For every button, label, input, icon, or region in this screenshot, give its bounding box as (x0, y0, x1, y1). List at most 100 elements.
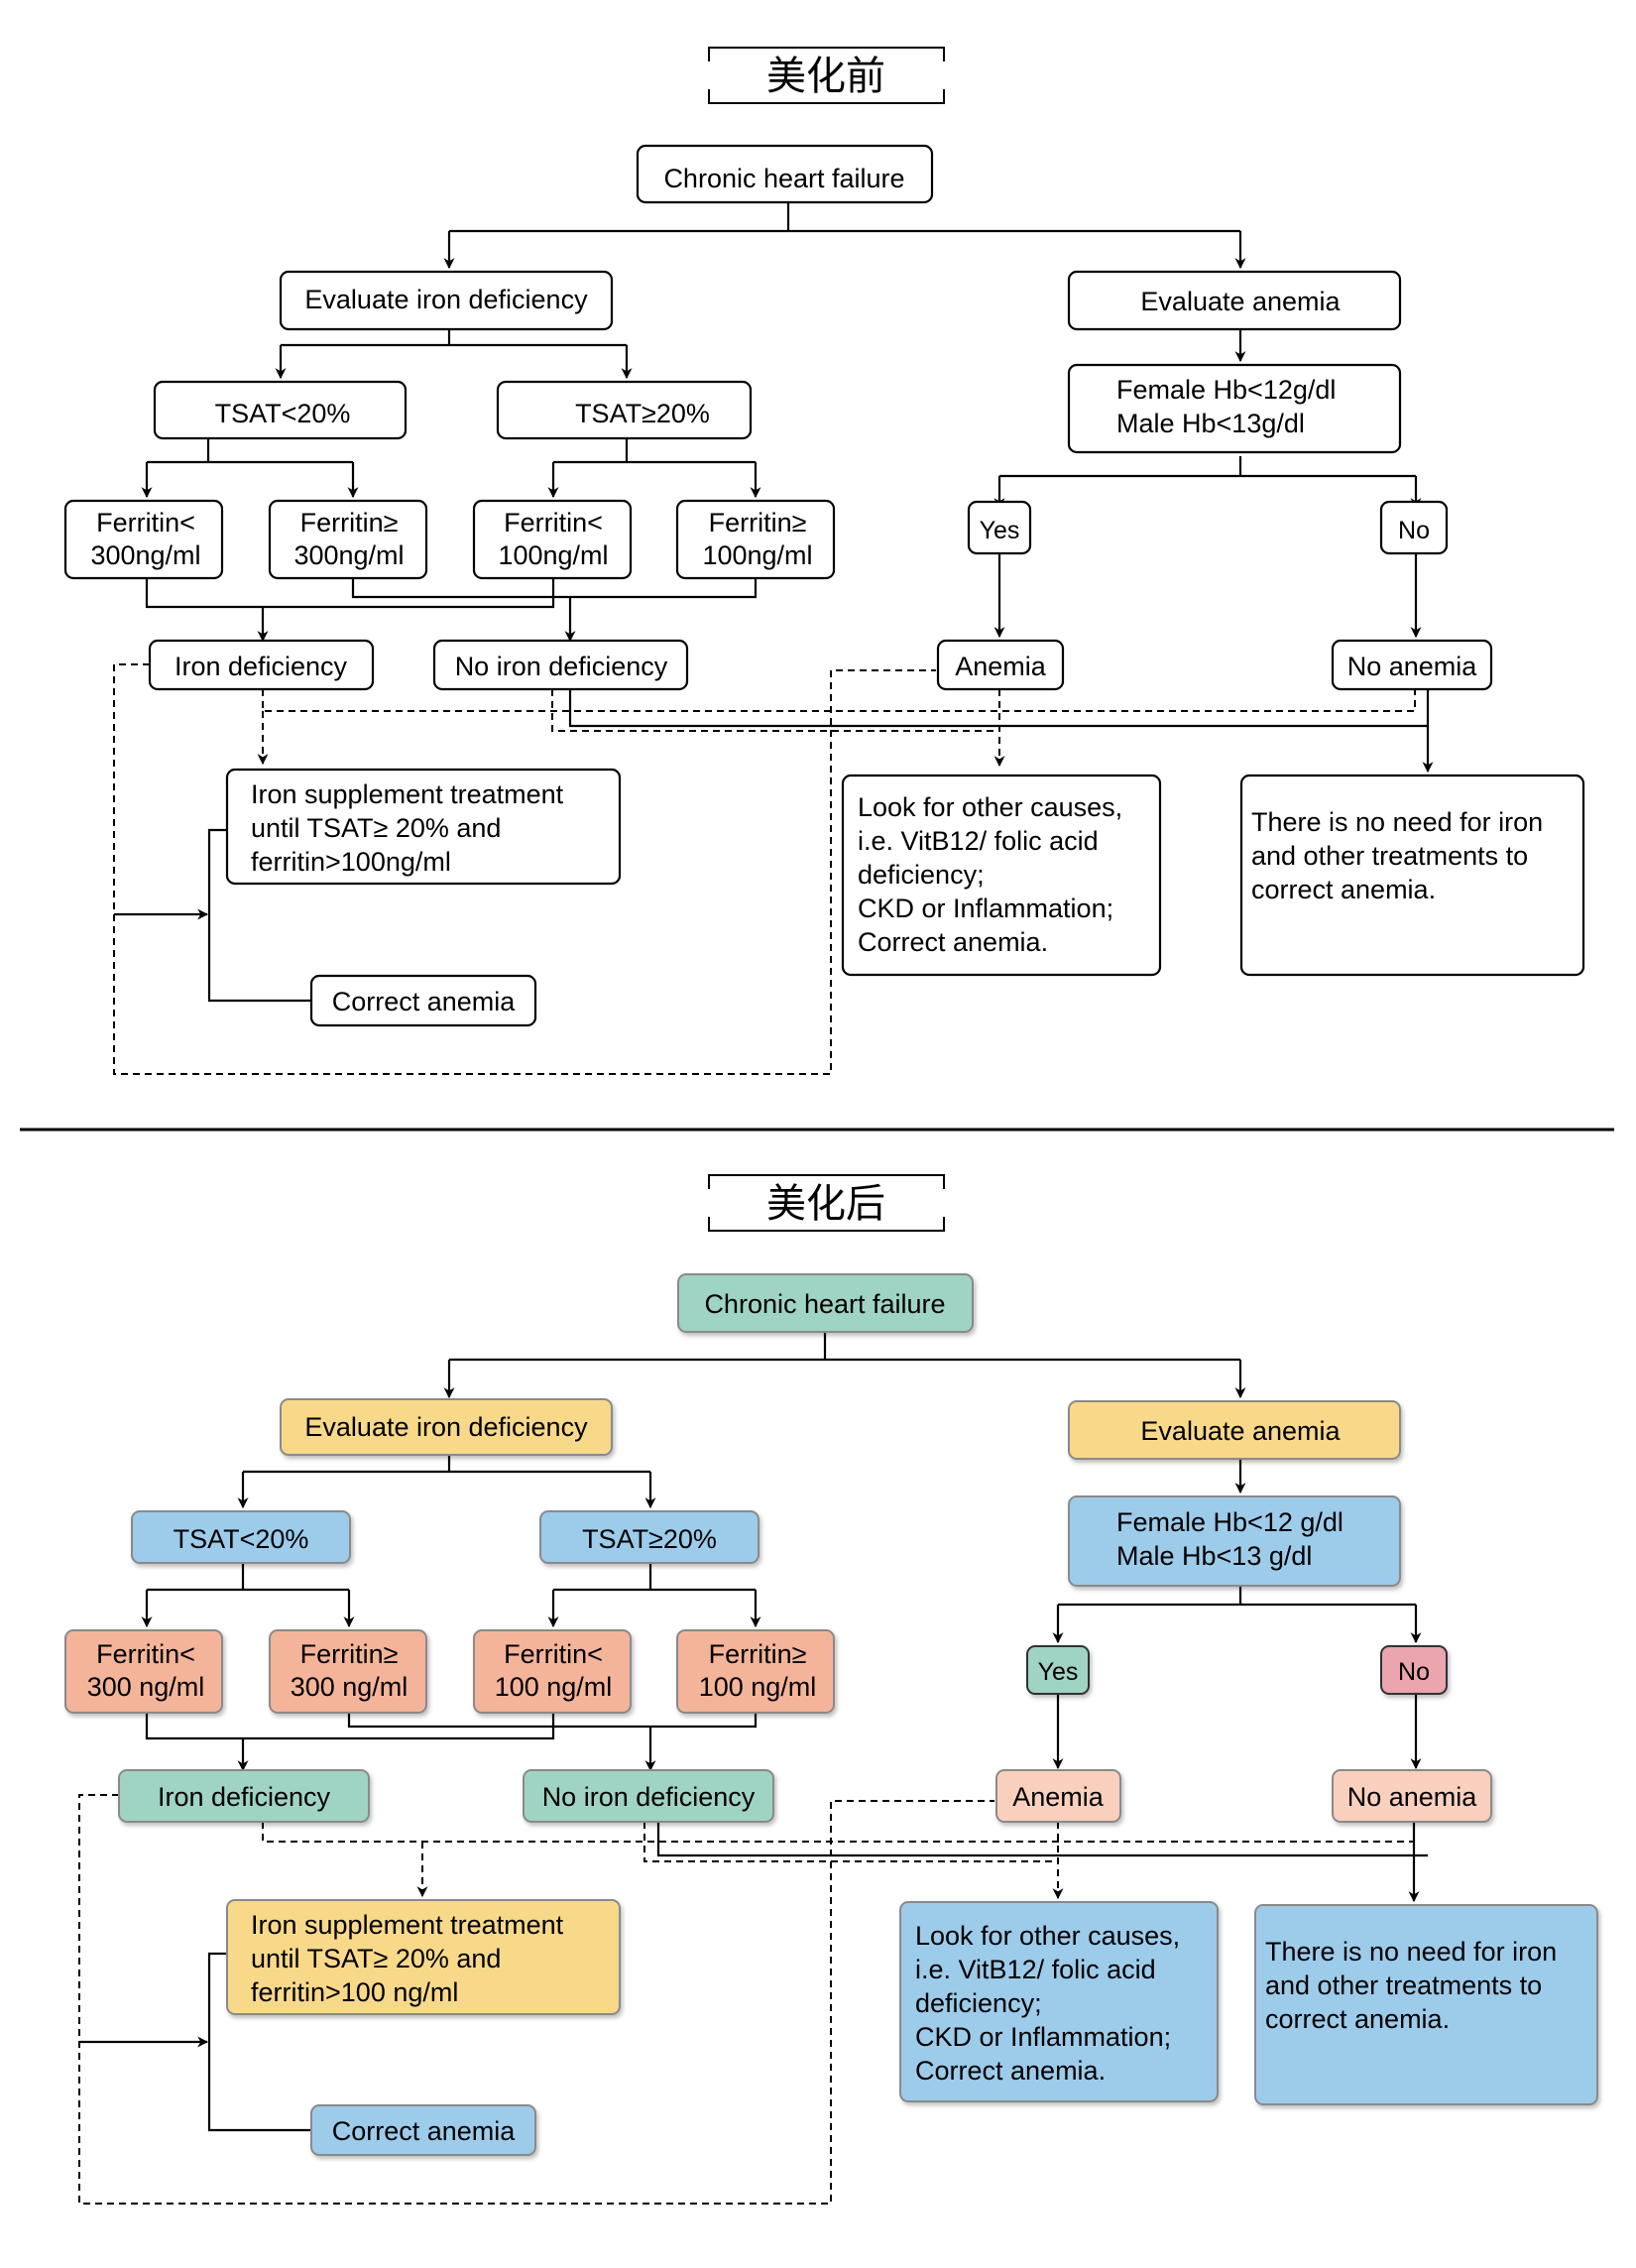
node-tsat-low: TSAT<20% (131, 1510, 351, 1564)
node-label: Anemia (1012, 1782, 1105, 1812)
node-label: Iron deficiency (175, 652, 348, 681)
node-label: No (1398, 517, 1430, 544)
node-label-line: correct anemia. (1251, 875, 1436, 904)
connectors-after (79, 1332, 1428, 2132)
node-label: TSAT<20% (215, 399, 351, 428)
node-label-line: 300 ng/ml (87, 1672, 205, 1702)
node-tsat-high: TSAT≥20% (496, 380, 753, 440)
panel-title-before: 美化前 (708, 47, 945, 104)
node-label-line: Iron supplement treatment (251, 1910, 564, 1940)
node-label-line: Female Hb<12g/dl (1116, 375, 1336, 405)
dashed-connectors-after (78, 1794, 1415, 2205)
node-correct-anemia: Correct anemia (309, 974, 537, 1027)
node-label: TSAT≥20% (582, 1524, 717, 1554)
node-label: Evaluate anemia (1140, 287, 1341, 316)
node-label: No iron deficiency (455, 652, 668, 681)
node-evaluate-iron: Evaluate iron deficiency (280, 1398, 613, 1456)
node-other-causes: Look for other causes, i.e. VitB12/ foli… (899, 1901, 1219, 2102)
dashed-connectors-before (113, 663, 1416, 1075)
node-anemia: Anemia (995, 1769, 1121, 1823)
panel-title-text: 美化前 (766, 54, 885, 99)
node-evaluate-iron: Evaluate iron deficiency (279, 270, 614, 331)
node-label-line: 300 ng/ml (291, 1672, 409, 1702)
node-iron-deficiency: Iron deficiency (148, 639, 375, 691)
node-ferritin-lt-300: Ferritin< 300ng/ml (63, 499, 224, 580)
node-label-line: Ferritin≥ (300, 508, 399, 537)
node-label-line: until TSAT≥ 20% and (251, 813, 501, 843)
node-evaluate-anemia: Evaluate anemia (1067, 270, 1402, 331)
node-label-line: i.e. VitB12/ folic acid (858, 826, 1099, 856)
node-label-line: Look for other causes, (915, 1921, 1180, 1951)
node-label: No anemia (1347, 652, 1478, 681)
node-label-line: Ferritin≥ (709, 1639, 807, 1669)
node-label-line: Ferritin≥ (709, 508, 807, 537)
node-label-line: 100 ng/ml (699, 1672, 817, 1702)
node-ferritin-ge-100: Ferritin≥ 100ng/ml (675, 499, 836, 580)
node-evaluate-anemia: Evaluate anemia (1068, 1400, 1401, 1460)
panel-after: 美化后 (64, 1174, 1598, 2205)
node-label-line: until TSAT≥ 20% and (251, 1944, 501, 1973)
node-label-line: Male Hb<13 g/dl (1116, 1541, 1312, 1571)
node-label-line: i.e. VitB12/ folic acid (915, 1955, 1156, 1984)
panel-title-text: 美化后 (766, 1181, 885, 1227)
node-label: Chronic heart failure (704, 1289, 945, 1319)
connectors-before (114, 202, 1434, 1003)
node-label: Yes (980, 517, 1020, 544)
node-label-line: Ferritin< (504, 1639, 603, 1669)
node-label-line: correct anemia. (1265, 2004, 1450, 2034)
node-ferritin-lt-100: Ferritin< 100 ng/ml (473, 1629, 632, 1714)
node-label-line: 100 ng/ml (495, 1672, 613, 1702)
node-label-line: Female Hb<12 g/dl (1116, 1507, 1344, 1537)
node-label-line: Iron supplement treatment (251, 779, 564, 809)
node-hb-threshold: Female Hb<12 g/dl Male Hb<13 g/dl (1068, 1495, 1401, 1587)
node-iron-supplement: Iron supplement treatment until TSAT≥ 20… (225, 768, 622, 886)
node-ferritin-ge-300: Ferritin≥ 300ng/ml (268, 499, 428, 580)
node-label-line: 300ng/ml (293, 540, 404, 570)
node-label: Iron deficiency (158, 1782, 331, 1812)
node-label: Correct anemia (332, 987, 517, 1016)
node-label: Chronic heart failure (663, 164, 904, 193)
node-label: Evaluate iron deficiency (304, 285, 588, 314)
node-no-anemia: No anemia (1332, 1769, 1492, 1823)
node-tsat-high: TSAT≥20% (539, 1510, 760, 1564)
node-tsat-low: TSAT<20% (153, 380, 408, 440)
node-label-line: CKD or Inflammation; (858, 894, 1113, 923)
node-label-line: 100ng/ml (702, 540, 812, 570)
node-no: No (1380, 1645, 1448, 1695)
node-ferritin-lt-100: Ferritin< 100ng/ml (472, 499, 633, 580)
node-label-line: Ferritin< (96, 1639, 195, 1669)
node-chf: Chronic heart failure (636, 144, 934, 204)
node-label: Yes (1038, 1658, 1079, 1686)
node-label-line: ferritin>100 ng/ml (251, 1977, 458, 2007)
node-ferritin-lt-300: Ferritin< 300 ng/ml (64, 1629, 223, 1714)
node-yes: Yes (1026, 1645, 1090, 1695)
node-no-anemia: No anemia (1331, 639, 1493, 691)
node-label: No (1398, 1658, 1430, 1686)
node-hb-threshold: Female Hb<12g/dl Male Hb<13g/dl (1067, 363, 1402, 454)
node-no-iron-deficiency: No iron deficiency (432, 639, 689, 691)
node-label-line: ferritin>100ng/ml (251, 847, 451, 877)
node-label-line: 100ng/ml (498, 540, 608, 570)
node-chf: Chronic heart failure (677, 1273, 974, 1333)
node-label-line: There is no need for iron (1251, 807, 1543, 837)
node-label-line: Ferritin≥ (300, 1639, 399, 1669)
node-anemia: Anemia (936, 639, 1065, 691)
node-no-iron-deficiency: No iron deficiency (523, 1769, 774, 1823)
node-label-line: Male Hb<13g/dl (1116, 409, 1305, 438)
node-label: Evaluate iron deficiency (304, 1412, 588, 1442)
node-other-causes: Look for other causes, i.e. VitB12/ foli… (841, 774, 1162, 977)
node-label-line: 300ng/ml (90, 540, 200, 570)
node-label: No anemia (1347, 1782, 1478, 1812)
node-label-line: Correct anemia. (915, 2056, 1106, 2086)
node-yes: Yes (967, 500, 1032, 555)
node-no: No (1379, 500, 1449, 555)
node-label-line: Ferritin< (96, 508, 195, 537)
node-label-line: CKD or Inflammation; (915, 2022, 1171, 2052)
node-ferritin-ge-300: Ferritin≥ 300 ng/ml (269, 1629, 427, 1714)
node-label-line: deficiency; (858, 860, 985, 890)
node-iron-deficiency: Iron deficiency (118, 1769, 370, 1823)
node-label-line: and other treatments to (1265, 1970, 1542, 2000)
node-label-line: Correct anemia. (858, 927, 1048, 957)
node-label-line: Ferritin< (504, 508, 603, 537)
